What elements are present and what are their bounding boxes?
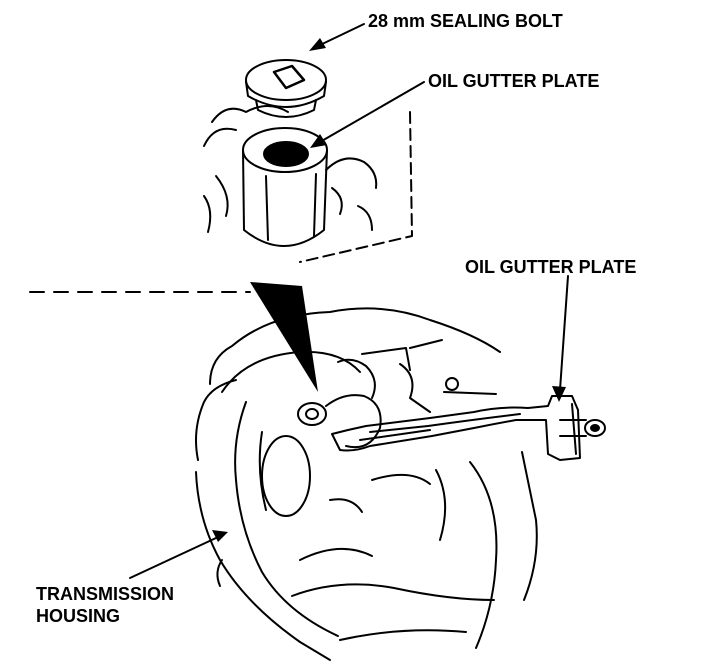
oil-gutter-plate-drawing [331,395,606,461]
transmission-housing-label-line2: HOUSING [36,606,121,626]
transmission-housing-drawing [195,307,538,661]
oil-gutter-plate-label-top: OIL GUTTER PLATE [428,71,600,91]
sealing-bolt-label: 28 mm SEALING BOLT [368,11,563,31]
sealing-bolt-drawing [245,59,327,118]
transmission-housing-label-line1: TRANSMISSION [36,584,175,604]
transmission-housing-label: TRANSMISSION HOUSING [36,583,174,627]
leader-arrows [129,23,569,579]
housing-boss-drawing [203,105,413,263]
magnification-callout [29,282,318,392]
oil-gutter-plate-label-right: OIL GUTTER PLATE [465,257,637,277]
